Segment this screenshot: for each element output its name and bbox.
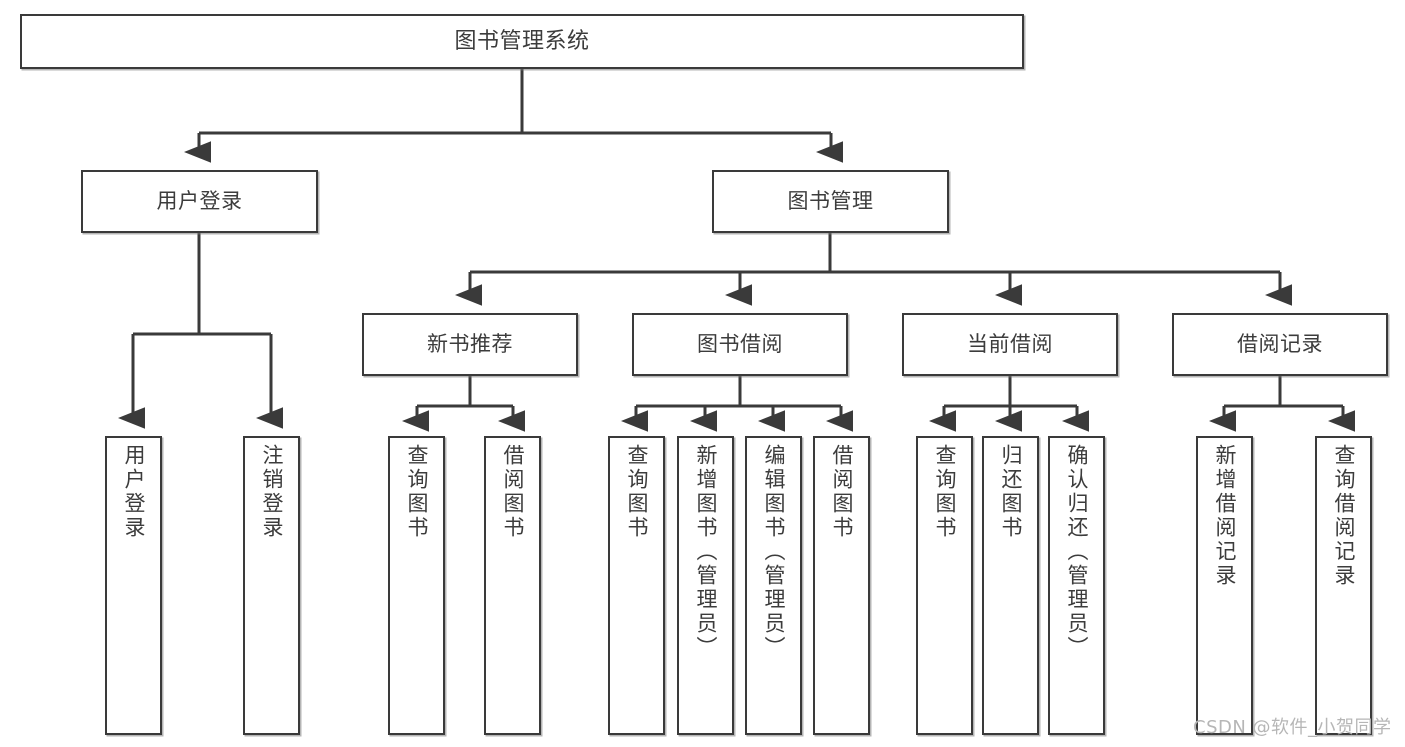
node-label: 查询图书 bbox=[405, 444, 429, 540]
leaf-logout[interactable]: 注销登录 bbox=[243, 436, 300, 735]
node-user-login[interactable]: 用户登录 bbox=[81, 170, 318, 233]
node-label: 查询图书 bbox=[933, 444, 957, 540]
node-label: 借阅图书 bbox=[830, 444, 854, 540]
node-label: 新书推荐 bbox=[427, 332, 513, 357]
node-borrow-record[interactable]: 借阅记录 bbox=[1172, 313, 1388, 376]
node-label: 借阅图书 bbox=[501, 444, 525, 540]
node-book-management-system[interactable]: 图书管理系统 bbox=[20, 14, 1024, 69]
node-label: 借阅记录 bbox=[1237, 332, 1323, 357]
node-label: 注销登录 bbox=[260, 444, 284, 540]
leaf-add-book-admin[interactable]: 新增图书（管理员） bbox=[677, 436, 734, 735]
node-label: 图书管理系统 bbox=[454, 28, 590, 54]
node-book-management[interactable]: 图书管理 bbox=[712, 170, 949, 233]
leaf-query-book-recommend[interactable]: 查询图书 bbox=[388, 436, 445, 735]
leaf-query-borrow-record[interactable]: 查询借阅记录 bbox=[1315, 436, 1372, 735]
node-label: 图书管理 bbox=[787, 189, 874, 214]
leaf-return-book[interactable]: 归还图书 bbox=[982, 436, 1039, 735]
node-label: 确认归还（管理员） bbox=[1065, 444, 1089, 660]
node-label: 用户登录 bbox=[156, 189, 243, 214]
node-label: 查询图书 bbox=[625, 444, 649, 540]
leaf-borrow-book[interactable]: 借阅图书 bbox=[813, 436, 870, 735]
node-label: 用户登录 bbox=[122, 444, 146, 540]
node-label: 图书借阅 bbox=[697, 332, 783, 357]
node-label: 新增借阅记录 bbox=[1213, 444, 1237, 588]
node-label: 当前借阅 bbox=[967, 332, 1053, 357]
node-new-book-recommend[interactable]: 新书推荐 bbox=[362, 313, 578, 376]
leaf-add-borrow-record[interactable]: 新增借阅记录 bbox=[1196, 436, 1253, 735]
node-label: 归还图书 bbox=[999, 444, 1023, 540]
node-label: 编辑图书（管理员） bbox=[762, 444, 786, 660]
leaf-confirm-return-admin[interactable]: 确认归还（管理员） bbox=[1048, 436, 1105, 735]
leaf-user-login[interactable]: 用户登录 bbox=[105, 436, 162, 735]
watermark: CSDN @软件_小贺同学 bbox=[1193, 717, 1392, 738]
node-book-borrow[interactable]: 图书借阅 bbox=[632, 313, 848, 376]
node-label: 新增图书（管理员） bbox=[694, 444, 718, 660]
leaf-query-book-current[interactable]: 查询图书 bbox=[916, 436, 973, 735]
leaf-edit-book-admin[interactable]: 编辑图书（管理员） bbox=[745, 436, 802, 735]
leaf-query-book-borrow[interactable]: 查询图书 bbox=[608, 436, 665, 735]
leaf-borrow-book-recommend[interactable]: 借阅图书 bbox=[484, 436, 541, 735]
node-current-borrow[interactable]: 当前借阅 bbox=[902, 313, 1118, 376]
node-label: 查询借阅记录 bbox=[1332, 444, 1356, 588]
